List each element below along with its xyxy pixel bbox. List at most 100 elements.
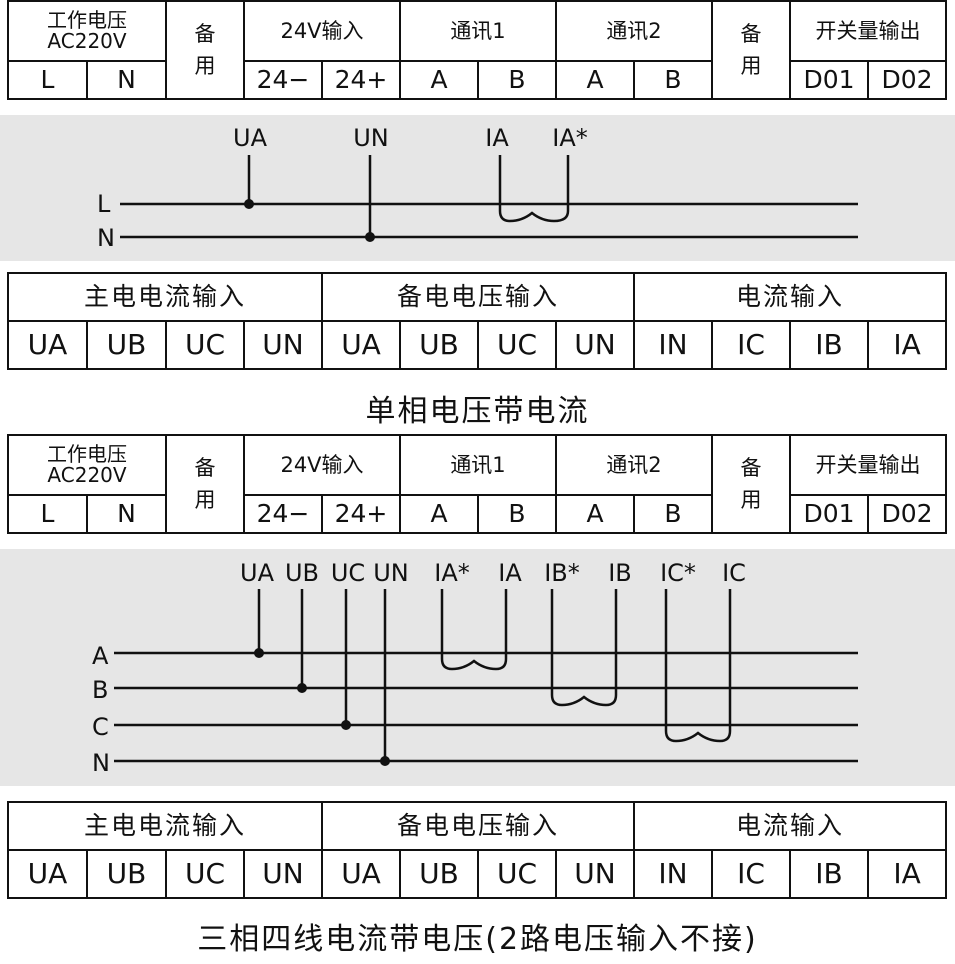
- reserve-cell-right: 备 用: [711, 434, 791, 534]
- pin-main-ub: UB: [86, 849, 167, 899]
- node-ua: [254, 648, 264, 658]
- pin-comm1-b: B: [477, 60, 557, 100]
- pin-current-ic: IC: [711, 320, 792, 370]
- pin-main-ua: UA: [7, 849, 88, 899]
- pin-comm1-a: A: [399, 494, 479, 534]
- pin-main-un: UN: [242, 849, 324, 899]
- pin-backup-uc: UC: [477, 320, 558, 370]
- node-uc: [341, 720, 351, 730]
- terminal-label-uc: UC: [331, 559, 365, 587]
- terminal-label-ua: UA: [233, 124, 268, 152]
- ct-loop-ia: [440, 589, 508, 671]
- pin-24-minus: 24−: [243, 60, 323, 100]
- section-backup-voltage-input: 备电电压输入: [321, 272, 636, 322]
- terminal-label-ib-star: IB*: [544, 559, 580, 587]
- terminal-label-ic-star: IC*: [660, 559, 696, 587]
- terminal-label-ia: IA: [485, 124, 509, 152]
- terminal-label-ib: IB: [608, 559, 632, 587]
- node-un: [380, 756, 390, 766]
- pin-backup-ua: UA: [321, 849, 402, 899]
- line-label-a: A: [92, 642, 109, 670]
- pin-comm1-b: B: [477, 494, 557, 534]
- input-table-1: 主电电流输入 备电电压输入 电流输入 UA UB UC UN UA UB UC …: [6, 272, 948, 370]
- pin-current-ia: IA: [867, 849, 948, 899]
- pin-d02: D02: [867, 494, 947, 534]
- comm2-header: 通讯2: [555, 0, 713, 62]
- wiring-diagram-single-phase: UA UN IA IA* L N: [0, 115, 955, 261]
- terminal-label-un: UN: [373, 559, 409, 587]
- pin-main-ub: UB: [86, 320, 167, 370]
- pin-current-in: IN: [633, 849, 714, 899]
- pin-main-uc: UC: [165, 849, 245, 899]
- reserve-cell-left: 备 用: [165, 0, 245, 100]
- section-current-input: 电流输入: [633, 801, 948, 851]
- work-voltage-header: 工作电压 AC220V: [7, 0, 167, 62]
- section-backup-voltage-input: 备电电压输入: [321, 801, 636, 851]
- terminal-label-ic: IC: [722, 559, 746, 587]
- comm1-header: 通讯1: [399, 0, 557, 62]
- switch-output-header: 开关量输出: [789, 0, 947, 62]
- pin-24-plus: 24+: [321, 494, 401, 534]
- pin-current-ic: IC: [711, 849, 792, 899]
- comm2-header: 通讯2: [555, 434, 713, 496]
- pin-current-ib: IB: [789, 320, 870, 370]
- pin-comm2-a: A: [555, 494, 635, 534]
- pin-main-ua: UA: [7, 320, 88, 370]
- pin-current-ia: IA: [867, 320, 948, 370]
- node-ub: [297, 683, 307, 693]
- reserve-cell-right: 备 用: [711, 0, 791, 100]
- pin-main-un: UN: [242, 320, 324, 370]
- pin-comm2-b: B: [633, 494, 713, 534]
- terminal-label-ia: IA: [498, 559, 522, 587]
- terminal-label-ub: UB: [285, 559, 319, 587]
- pin-d02: D02: [867, 60, 947, 100]
- comm1-header: 通讯1: [399, 434, 557, 496]
- terminal-table-2: 工作电压 AC220V 备 用 24V输入 通讯1 通讯2 备 用 开关量输出 …: [7, 434, 947, 534]
- line-label-b: B: [92, 676, 108, 704]
- pin-d01: D01: [789, 494, 869, 534]
- wiring-diagram-three-phase: UA UB UC UN IA* IA IB* IB IC* IC A B C N: [0, 549, 955, 786]
- pin-n: N: [86, 60, 167, 100]
- section-main-current-input: 主电电流输入: [6, 801, 324, 851]
- work-voltage-header: 工作电压 AC220V: [7, 434, 167, 496]
- line-label-c: C: [92, 713, 109, 741]
- pin-backup-un: UN: [555, 320, 636, 370]
- line-label-l: L: [97, 190, 111, 218]
- input-24v-header: 24V输入: [243, 0, 401, 62]
- pin-backup-ub: UB: [399, 849, 480, 899]
- reserve-cell-left: 备 用: [165, 434, 245, 534]
- pin-backup-un: UN: [555, 849, 636, 899]
- section-main-current-input: 主电电流输入: [6, 272, 324, 322]
- pin-main-uc: UC: [165, 320, 245, 370]
- pin-comm2-b: B: [633, 60, 713, 100]
- input-24v-header: 24V输入: [243, 434, 401, 496]
- terminal-label-ia-star: IA*: [552, 124, 588, 152]
- pin-comm1-a: A: [399, 60, 479, 100]
- pin-24-minus: 24−: [243, 494, 323, 534]
- pin-l: L: [7, 60, 88, 100]
- pin-backup-uc: UC: [477, 849, 558, 899]
- pin-l: L: [7, 494, 88, 534]
- input-table-2: 主电电流输入 备电电压输入 电流输入 UA UB UC UN UA UB UC …: [6, 801, 948, 899]
- pin-current-in: IN: [633, 320, 714, 370]
- line-label-n: N: [92, 749, 110, 777]
- switch-output-header: 开关量输出: [789, 434, 947, 496]
- ct-loop-ic: [664, 589, 732, 743]
- pin-backup-ub: UB: [399, 320, 480, 370]
- ct-loop-ib: [550, 589, 618, 707]
- caption-three-phase: 三相四线电流带电压(2路电压输入不接): [197, 922, 758, 957]
- node-un: [365, 232, 375, 242]
- line-label-n: N: [97, 224, 115, 252]
- ct-loop-ia: [498, 155, 570, 223]
- pin-d01: D01: [789, 60, 869, 100]
- pin-backup-ua: UA: [321, 320, 402, 370]
- terminal-table-1: 工作电压 AC220V 备 用 24V输入 通讯1 通讯2 备 用 开关量输出 …: [7, 0, 947, 100]
- pin-n: N: [86, 494, 167, 534]
- terminal-label-ia-star: IA*: [434, 559, 470, 587]
- pin-current-ib: IB: [789, 849, 870, 899]
- node-ua: [244, 199, 254, 209]
- caption-single-phase: 单相电压带电流: [365, 394, 590, 429]
- pin-24-plus: 24+: [321, 60, 401, 100]
- terminal-label-un: UN: [353, 124, 389, 152]
- pin-comm2-a: A: [555, 60, 635, 100]
